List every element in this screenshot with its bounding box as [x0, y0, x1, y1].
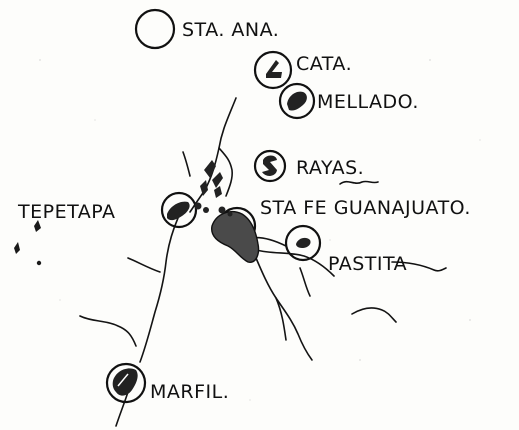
stream-main-trunk	[139, 217, 179, 363]
tepetapa-ring	[160, 191, 198, 229]
site-cata	[253, 50, 293, 90]
stream-upper-left	[182, 151, 191, 177]
mellado-deposit	[287, 91, 307, 111]
deposit-north-4	[214, 186, 222, 198]
tepetapa-deposit	[167, 201, 190, 221]
site-sta-fe-guanajuato	[211, 206, 260, 263]
site-rayas	[253, 149, 287, 183]
cata-deposit	[266, 60, 282, 78]
tepetapa-deposit-3	[203, 207, 209, 213]
stream-lower	[115, 391, 129, 427]
deposits-north-cluster	[200, 160, 223, 198]
site-mellado	[278, 82, 316, 120]
stream-southeast-fork	[275, 297, 287, 341]
label-sta-fe-guanajuato: STA FE GUANAJUATO.	[260, 197, 471, 219]
label-marfil: MARFIL.	[150, 381, 229, 403]
speck-west-2	[14, 242, 20, 254]
label-pastita: PASTITA	[328, 253, 407, 275]
annotation-scribbles	[339, 180, 447, 272]
pastita-ring	[284, 224, 322, 262]
label-sta-ana: STA. ANA.	[182, 19, 279, 41]
drainage-network	[79, 97, 397, 427]
stream-far-east	[351, 307, 397, 323]
place-labels: STA. ANA. CATA. MELLADO. RAYAS. TEPETAPA…	[17, 19, 471, 403]
stream-west-upper	[127, 257, 161, 273]
sta-fe-speck-2	[227, 211, 233, 217]
deposit-north-1	[204, 160, 216, 178]
site-sta-ana	[134, 8, 176, 50]
pastita-strike	[391, 261, 447, 272]
stream-upper-branch	[218, 147, 233, 197]
west-specks	[14, 220, 42, 266]
rayas-ring	[253, 149, 287, 183]
speck-west-1	[34, 220, 41, 232]
sta-ana-ring	[134, 8, 176, 50]
label-tepetapa: TEPETAPA	[17, 201, 115, 223]
marfil-deposit	[112, 368, 138, 396]
stream-west-branch	[79, 315, 137, 347]
speck-west-3	[36, 260, 42, 266]
stream-upper	[189, 97, 237, 213]
rayas-underline	[339, 180, 379, 185]
cata-ring	[253, 50, 293, 90]
marfil-ring	[105, 362, 147, 404]
label-cata: CATA.	[296, 53, 352, 75]
mellado-ring	[278, 82, 316, 120]
sta-fe-deposit	[211, 210, 260, 263]
site-marfil	[105, 362, 147, 404]
deposit-north-2	[212, 172, 223, 188]
pastita-deposit	[296, 237, 311, 248]
sta-fe-speck-1	[218, 206, 226, 214]
stream-pastita-tail	[299, 267, 311, 297]
marfil-deposit-vein	[117, 373, 129, 387]
site-tepetapa	[160, 191, 209, 229]
paper-speckle	[39, 29, 481, 401]
tepetapa-deposit-2	[194, 202, 202, 210]
deposit-north-3	[200, 180, 208, 196]
site-pastita	[284, 224, 322, 262]
rayas-deposit	[262, 155, 277, 176]
label-rayas: RAYAS.	[296, 157, 364, 179]
label-mellado: MELLADO.	[317, 91, 419, 113]
stream-southeast	[255, 257, 313, 361]
stream-east	[255, 249, 335, 277]
